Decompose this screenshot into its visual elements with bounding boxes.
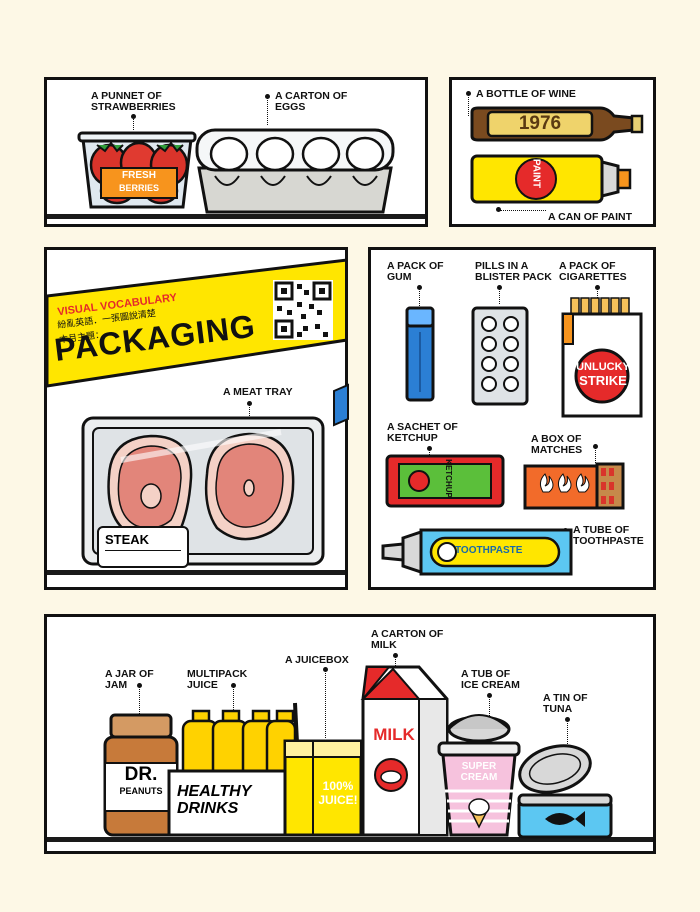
pointer-dot [137, 683, 142, 688]
paint-text: PAINT [530, 158, 542, 189]
label-milk: A CARTON OF MILK [371, 628, 444, 651]
pointer-line [139, 686, 140, 714]
egg-carton [195, 128, 395, 214]
ketchup-text: KETCHUP [443, 459, 453, 498]
pointer-dot [323, 667, 328, 672]
matchbox [523, 462, 625, 510]
multipack-text-2: DRINKS [177, 800, 239, 817]
pointer-line [133, 116, 134, 130]
label-tuna: A TIN OF TUNA [543, 692, 588, 715]
title-banner-bg [47, 258, 345, 388]
pointer-line [567, 720, 568, 756]
label-meat-tray: A MEAT TRAY [223, 386, 293, 398]
label-jam: A JAR OF JAM [105, 668, 154, 691]
tag-fresh: FRESH [122, 170, 156, 181]
pointer-line [325, 670, 326, 738]
pointer-dot [595, 285, 600, 290]
pointer-dot [393, 653, 398, 658]
cigarette-pack [561, 297, 643, 418]
panel-fruit-eggs: A PUNNET OF STRAWBERRIES A CARTON OF EGG… [44, 77, 428, 227]
label-strawberries: A PUNNET OF STRAWBERRIES [91, 90, 176, 113]
pointer-line [500, 210, 546, 211]
panel-title-meat: VISUAL VOCABULARY 紛亂英語．一張圖說清楚 本月主題： PACK… [44, 247, 348, 590]
pointer-line [468, 94, 469, 116]
icecream-tub [437, 714, 521, 837]
ticket-edge-decoration [333, 383, 349, 427]
multipack-text-1: HEALTHY [177, 783, 252, 800]
wine-bottle [470, 106, 644, 142]
paint-can [470, 154, 632, 204]
pointer-line [595, 447, 596, 463]
pointer-dot [247, 401, 252, 406]
ketchup-sachet [385, 454, 505, 508]
strawberry-tag: FRESH BERRIES [100, 167, 178, 199]
blister-pack [471, 306, 529, 406]
icecream-text-1: SUPER [461, 761, 497, 772]
gum-pack [405, 306, 435, 402]
juicebox-text-2: JUICE! [318, 793, 358, 807]
pointer-dot [427, 446, 432, 451]
toothpaste-text: TOOTHPASTE [455, 545, 523, 556]
pointer-line [489, 696, 490, 720]
toothpaste-tube [381, 528, 573, 576]
pointer-dot [565, 717, 570, 722]
shelf [47, 214, 425, 219]
pointer-line [499, 288, 500, 304]
label-toothpaste: A TUBE OF TOOTHPASTE [573, 524, 644, 547]
pointer-dot [466, 91, 471, 96]
pointer-line [249, 404, 250, 418]
pointer-dot [265, 94, 270, 99]
label-paint: A CAN OF PAINT [548, 211, 632, 223]
icecream-text: SUPER CREAM [445, 761, 513, 783]
tag-berries: BERRIES [118, 183, 159, 193]
wine-year: 1976 [518, 113, 562, 134]
pointer-dot [497, 285, 502, 290]
juicebox [283, 702, 363, 837]
panel-wine-paint: A BOTTLE OF WINE 1976 PAINT A CAN OF PAI… [449, 77, 656, 227]
jam-label: DR. PEANUTS [105, 764, 177, 799]
label-ketchup: A SACHET OF KETCHUP [387, 421, 458, 444]
label-matches: A BOX OF MATCHES [531, 433, 583, 456]
juicebox-text-1: 100% [322, 779, 354, 793]
pointer-dot [417, 285, 422, 290]
cig-brand: UNLUCKY STRIKE [567, 361, 639, 387]
jam-brand-1: DR. [124, 764, 158, 785]
icecream-text-2: CREAM [460, 772, 498, 783]
juice-multipack [167, 709, 297, 837]
cig-brand-2: STRIKE [579, 373, 627, 388]
cig-brand-1: UNLUCKY [576, 361, 630, 373]
panel-small-goods: A PACK OF GUM PILLS IN A BLISTER PACK A … [368, 247, 656, 590]
panel-drinks-shelf: A JAR OF JAM DR. PEANUTS MULTIPACK JUICE… [44, 614, 656, 854]
label-pills: PILLS IN A BLISTER PACK [475, 260, 552, 283]
multipack-text: HEALTHY DRINKS [177, 783, 251, 817]
pointer-line [233, 686, 234, 710]
pointer-dot [231, 683, 236, 688]
label-gum: A PACK OF GUM [387, 260, 444, 283]
label-eggs: A CARTON OF EGGS [275, 90, 348, 113]
label-wine: A BOTTLE OF WINE [476, 88, 576, 100]
jam-brand-2: PEANUTS [119, 786, 163, 796]
shelf [47, 837, 653, 842]
milk-carton [360, 665, 449, 837]
tag-line [105, 550, 181, 551]
pointer-dot [496, 207, 501, 212]
tuna-tin [517, 744, 613, 839]
milk-text: MILK [373, 725, 415, 744]
pointer-line [419, 288, 420, 306]
label-juicebox: A JUICEBOX [285, 654, 349, 666]
pointer-dot [487, 693, 492, 698]
pointer-line [597, 288, 598, 298]
label-cigarettes: A PACK OF CIGARETTES [559, 260, 627, 283]
pointer-line [429, 449, 430, 455]
pointer-line [267, 97, 268, 125]
shelf [47, 570, 345, 575]
label-icecream: A TUB OF ICE CREAM [461, 668, 520, 691]
label-multipack: MULTIPACK JUICE [187, 668, 248, 691]
qr-code [273, 280, 333, 340]
steak-tag-text: STEAK [105, 532, 150, 547]
juicebox-text: 100% JUICE! [315, 779, 361, 807]
pointer-line [395, 656, 396, 666]
steak-tag: STEAK [97, 526, 189, 568]
pointer-dot [593, 444, 598, 449]
